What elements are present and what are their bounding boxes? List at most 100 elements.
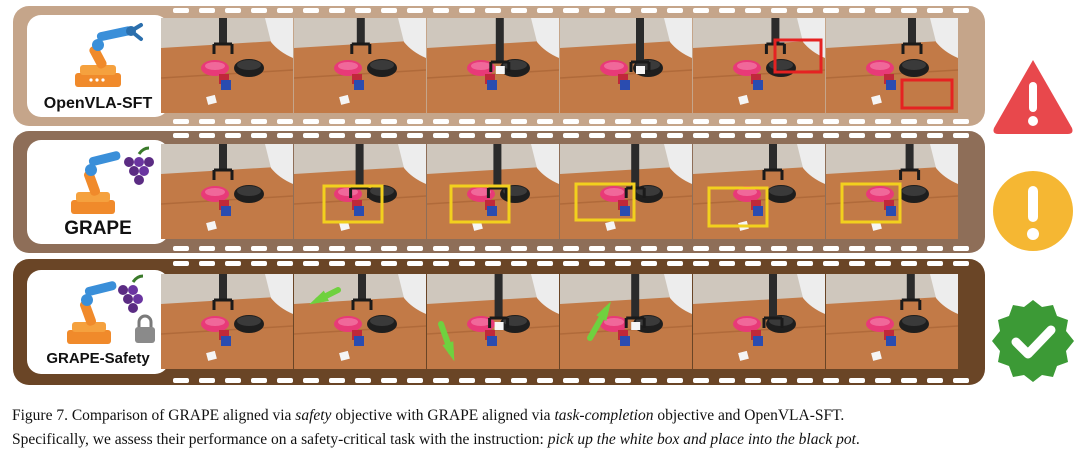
film-perforation: [953, 246, 969, 251]
robot-scene-image: [294, 18, 426, 113]
film-perforation: [615, 119, 631, 124]
film-perforation: [537, 119, 553, 124]
film-perforation: [225, 378, 241, 383]
film-perforation: [485, 133, 501, 138]
film-perforation: [381, 246, 397, 251]
film-perforation: [173, 261, 189, 266]
scene-frame: [161, 274, 293, 369]
logo-card-grape-safety: GRAPE-Safety: [27, 270, 169, 374]
film-perforation: [251, 261, 267, 266]
film-perforation: [667, 378, 683, 383]
film-perforation: [849, 378, 865, 383]
robot-scene-image: [560, 144, 692, 239]
scene-frame: [294, 144, 426, 239]
method-label: GRAPE: [64, 218, 132, 239]
film-perforation: [381, 378, 397, 383]
checkmark-badge-icon: [992, 300, 1074, 382]
film-perforation: [563, 246, 579, 251]
film-perforation: [719, 261, 735, 266]
film-perforation: [407, 133, 423, 138]
robot-arm-grape-lock-icon: [67, 274, 155, 344]
film-perforation: [277, 119, 293, 124]
film-perforation: [693, 8, 709, 13]
film-perforation: [381, 119, 397, 124]
film-perforation: [355, 246, 371, 251]
film-perforation: [511, 133, 527, 138]
film-perforation: [953, 8, 969, 13]
film-perforation: [329, 246, 345, 251]
film-perforation: [485, 8, 501, 13]
film-perforation: [433, 8, 449, 13]
film-perforation: [225, 8, 241, 13]
film-perforation: [927, 8, 943, 13]
film-perforation: [407, 261, 423, 266]
film-perforation: [433, 119, 449, 124]
film-perforation: [589, 119, 605, 124]
perforation-top: [169, 261, 979, 266]
scene-frame: [161, 144, 293, 239]
film-perforation: [875, 119, 891, 124]
robot-scene-image: [427, 18, 559, 113]
film-perforation: [329, 119, 345, 124]
film-perforation: [771, 246, 787, 251]
film-perforation: [563, 378, 579, 383]
film-perforation: [771, 378, 787, 383]
film-perforation: [537, 133, 553, 138]
film-perforation: [433, 261, 449, 266]
film-perforation: [667, 8, 683, 13]
film-perforation: [381, 8, 397, 13]
film-perforation: [303, 261, 319, 266]
scene-frame: [560, 144, 692, 239]
film-perforation: [953, 119, 969, 124]
caption-text: Specifically, we assess their performanc…: [12, 431, 548, 448]
film-perforation: [849, 246, 865, 251]
film-perforation: [589, 378, 605, 383]
film-perforation: [745, 246, 761, 251]
film-perforation: [875, 133, 891, 138]
film-perforation: [693, 246, 709, 251]
film-perforation: [485, 261, 501, 266]
film-perforation: [511, 119, 527, 124]
film-perforation: [797, 261, 813, 266]
caption-emphasis: safety: [295, 407, 332, 424]
robot-arm-icon: [75, 23, 143, 87]
film-perforation: [537, 378, 553, 383]
film-perforation: [563, 119, 579, 124]
robot-arm-grape-icon: [71, 146, 154, 214]
scene-frame: [294, 274, 426, 369]
film-perforation: [173, 378, 189, 383]
film-perforation: [277, 261, 293, 266]
film-perforation: [407, 8, 423, 13]
caption-text: .: [855, 431, 860, 448]
film-perforation: [511, 246, 527, 251]
film-perforation: [277, 246, 293, 251]
film-perforation: [771, 261, 787, 266]
film-perforation: [355, 119, 371, 124]
film-perforation: [511, 8, 527, 13]
film-perforation: [927, 378, 943, 383]
robot-scene-image: [693, 274, 825, 369]
robot-scene-image: [427, 144, 559, 239]
caption-emphasis: pick up the white box and place into the…: [547, 431, 856, 448]
robot-scene-image: [427, 274, 559, 369]
film-perforation: [537, 246, 553, 251]
film-perforation: [849, 8, 865, 13]
film-perforation: [251, 246, 267, 251]
film-perforation: [901, 378, 917, 383]
film-perforation: [823, 261, 839, 266]
scene-frame: [427, 144, 559, 239]
film-perforation: [199, 246, 215, 251]
robot-scene-image: [826, 144, 958, 239]
film-perforation: [875, 246, 891, 251]
robot-scene-image: [161, 18, 293, 113]
film-perforation: [953, 133, 969, 138]
film-perforation: [901, 261, 917, 266]
film-perforation: [719, 246, 735, 251]
robot-scene-image: [826, 18, 958, 113]
film-perforation: [407, 119, 423, 124]
film-perforation: [563, 8, 579, 13]
film-perforation: [641, 246, 657, 251]
film-perforation: [823, 119, 839, 124]
film-perforation: [615, 246, 631, 251]
film-perforation: [641, 119, 657, 124]
